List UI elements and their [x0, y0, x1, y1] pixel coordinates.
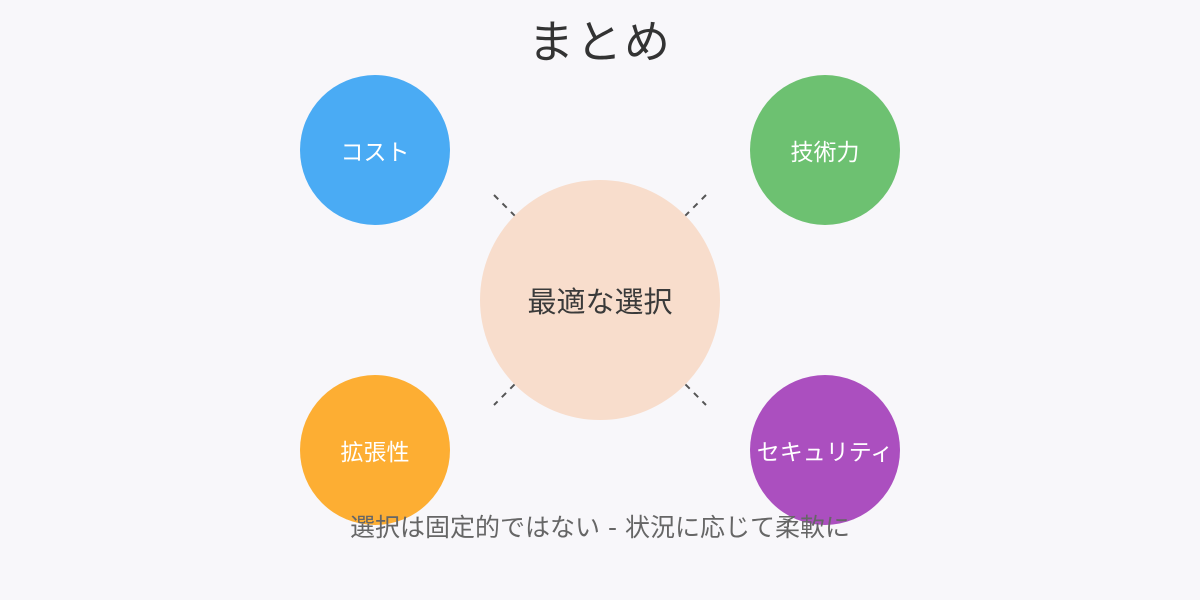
center-node: 最適な選択 — [480, 180, 720, 420]
footer-note: 選択は固定的ではない - 状況に応じて柔軟に — [350, 513, 850, 542]
factor-security-node: セキュリティ — [750, 375, 900, 525]
center-label: 最適な選択 — [527, 285, 673, 319]
factor-security-label: セキュリティ — [756, 440, 894, 466]
slide-title: まとめ — [528, 15, 672, 69]
factor-scale-node: 拡張性 — [300, 375, 450, 525]
factor-cost-label: コスト — [340, 140, 410, 166]
factor-cost-node: コスト — [300, 75, 450, 225]
factor-tech-node: 技術力 — [750, 75, 900, 225]
factor-scale-label: 拡張性 — [340, 440, 410, 466]
factor-tech-label: 技術力 — [790, 140, 860, 166]
